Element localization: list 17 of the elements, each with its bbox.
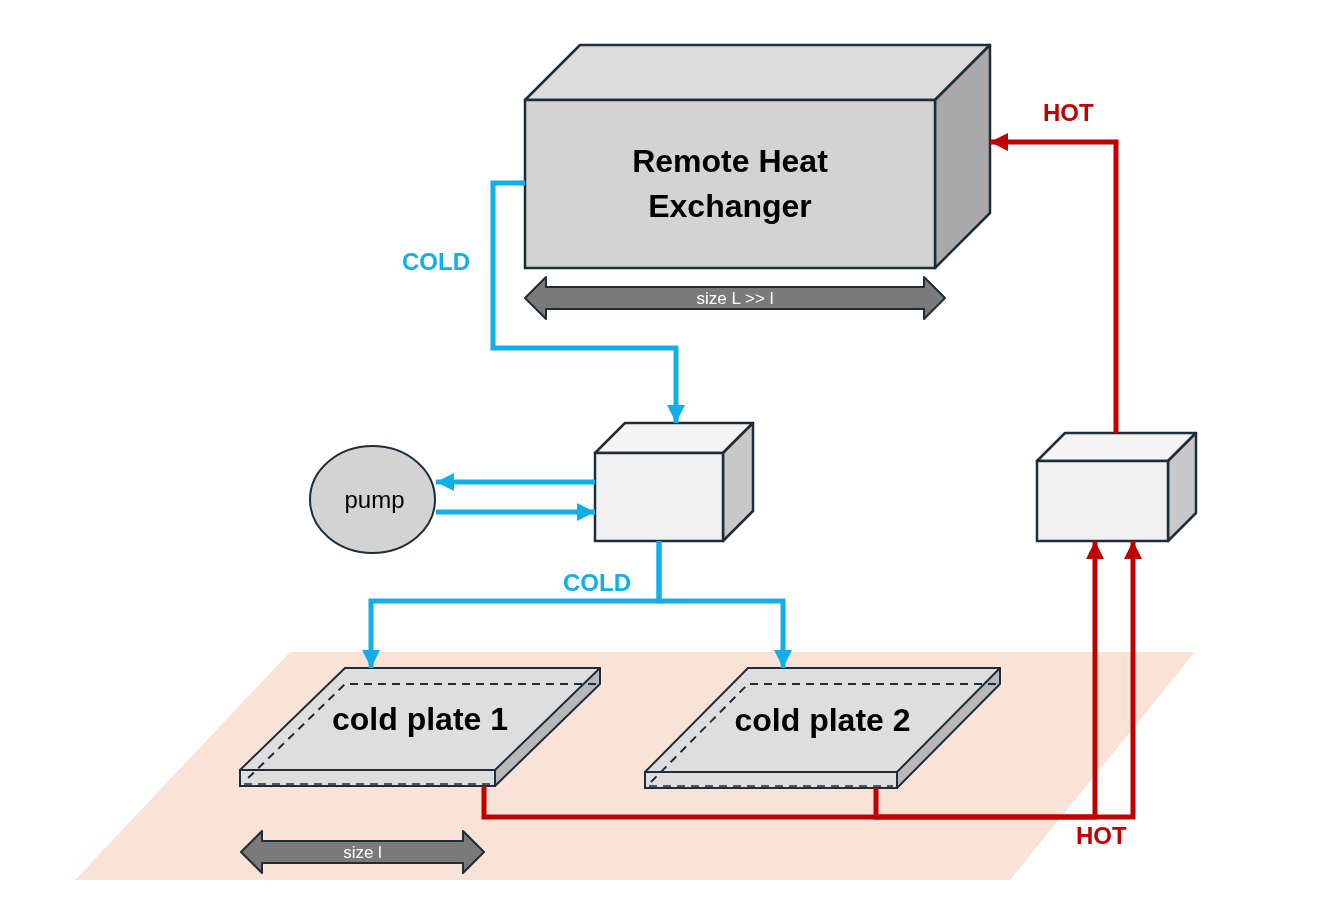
dimension-label: size l bbox=[343, 843, 382, 861]
arrow bbox=[990, 133, 1119, 433]
edge-label: HOT bbox=[1076, 824, 1127, 848]
edge-label: COLD bbox=[563, 571, 631, 595]
arrow bbox=[436, 473, 595, 491]
arrow bbox=[873, 541, 1142, 820]
edge-label: COLD bbox=[402, 250, 470, 274]
edge-label: HOT bbox=[1043, 101, 1094, 125]
node-label: cold plate 2 bbox=[734, 700, 911, 740]
arrow bbox=[656, 541, 792, 668]
arrow bbox=[436, 503, 595, 521]
arrow bbox=[490, 180, 685, 423]
arrow bbox=[481, 541, 1104, 820]
node-label: cold plate 1 bbox=[331, 699, 508, 739]
node-label: pump bbox=[344, 484, 405, 515]
dimension-label: size L >> l bbox=[696, 289, 774, 307]
node-label: Remote Heat Exchanger bbox=[631, 142, 829, 226]
